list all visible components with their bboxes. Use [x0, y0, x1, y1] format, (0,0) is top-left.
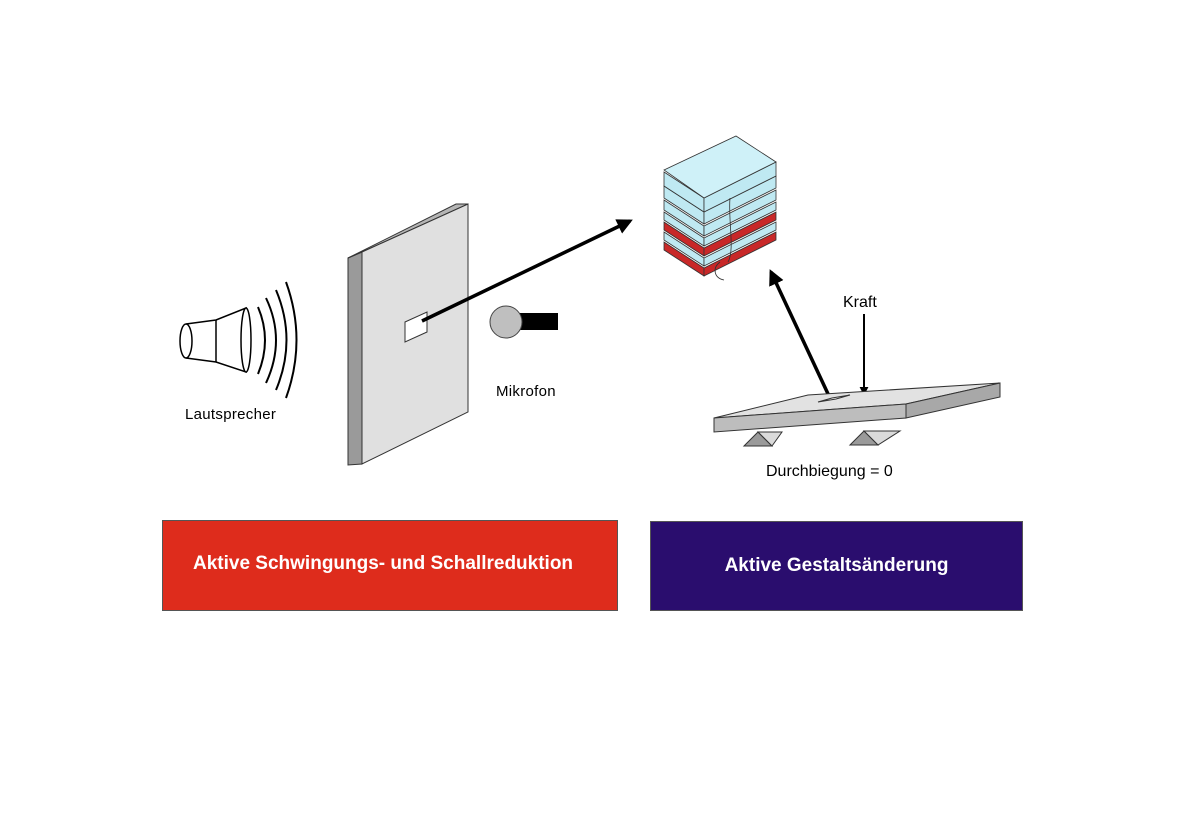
sound-waves-icon — [257, 281, 298, 399]
shape-change-label: Aktive Gestaltsänderung — [724, 555, 949, 576]
plate-sensor-patch — [817, 394, 851, 403]
force-label: Kraft — [843, 294, 877, 311]
piezo-stack-icon — [663, 135, 777, 281]
deflection-label: Durchbiegung = 0 — [766, 463, 893, 480]
vibrating-panel — [347, 203, 469, 466]
plate-side — [905, 382, 1001, 419]
loudspeaker-label: Lautsprecher — [185, 406, 277, 423]
microphone-label: Mikrofon — [496, 383, 556, 400]
shape-change-box: Aktive Gestaltsänderung — [650, 521, 1023, 611]
panel-edge — [347, 251, 363, 466]
loudspeaker-icon — [179, 306, 252, 374]
arrow-to-actuator — [421, 219, 633, 323]
vibration-reduction-label: Aktive Schwingungs- und Schallreduktion — [193, 552, 574, 574]
microphone-icon — [489, 305, 558, 339]
bending-plate — [713, 382, 1001, 447]
vibration-reduction-box: Aktive Schwingungs- und Schallreduktion — [162, 520, 618, 611]
arrow-from-plate — [769, 269, 831, 397]
